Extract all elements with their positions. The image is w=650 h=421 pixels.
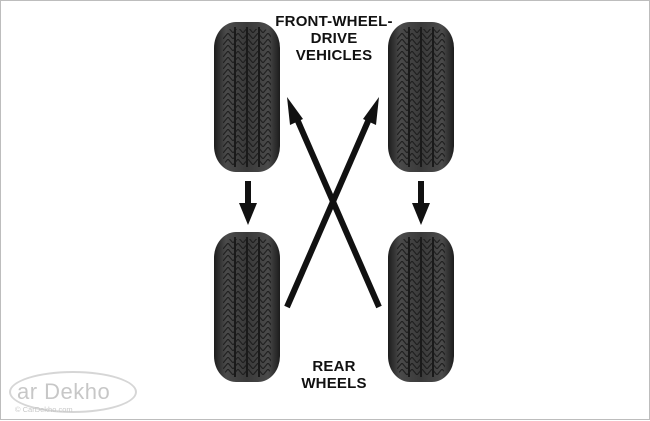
watermark-brand: ar Dekho [17, 379, 111, 404]
rear-wheels-label: REAR WHEELS [291, 358, 377, 392]
arrow-front-right-to-rear-right [412, 181, 430, 225]
cardekho-watermark: ar Dekho © CarDekho.com [7, 367, 137, 419]
watermark-logo-ring [9, 371, 137, 413]
tire-front-left [214, 22, 280, 172]
tire-front-right [388, 22, 454, 172]
front-label-line-3: VEHICLES [295, 47, 373, 64]
rear-label-line-2: WHEELS [301, 375, 367, 392]
watermark-copyright: © CarDekho.com [15, 405, 73, 414]
tire-rear-left [214, 232, 280, 382]
arrow-front-left-to-rear-left [239, 181, 257, 225]
front-wheel-drive-label: FRONT-WHEEL- DRIVE VEHICLES [271, 13, 397, 64]
rear-label-line-1: REAR [312, 358, 356, 375]
front-label-line-2: DRIVE [310, 30, 358, 47]
front-label-line-1: FRONT-WHEEL- [275, 13, 393, 30]
tire-rear-right [388, 232, 454, 382]
arrow-rear-left-to-front-right [284, 97, 379, 309]
arrow-rear-right-to-front-left [287, 97, 382, 309]
